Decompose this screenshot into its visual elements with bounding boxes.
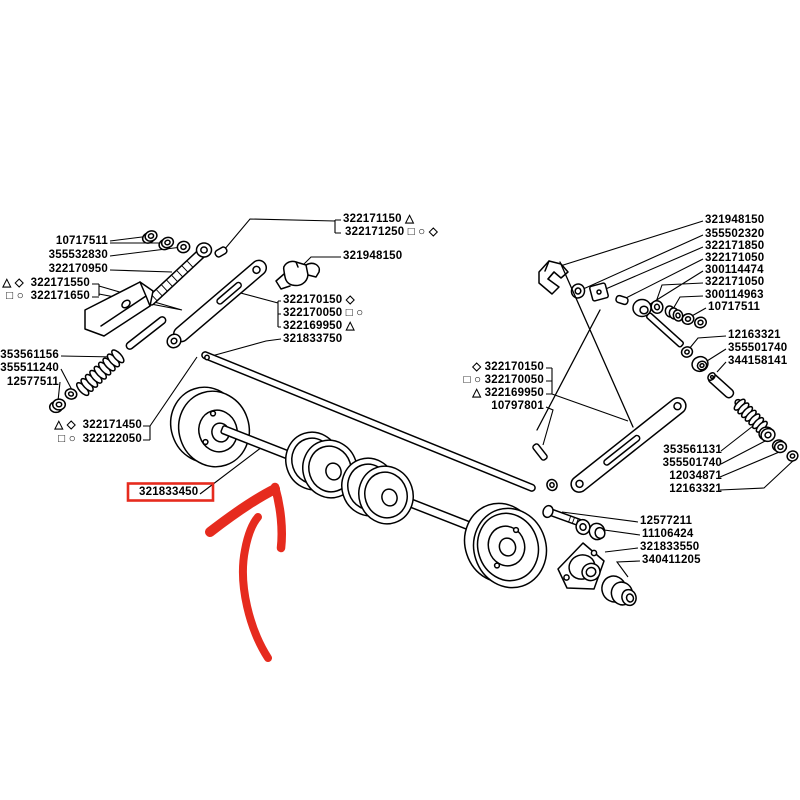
spacer-cylinder (707, 372, 735, 399)
part-label-322171150: 322171150 △ (343, 213, 415, 225)
part-label-321948150: 321948150 (343, 250, 403, 262)
part-label-12163321: 12163321 (669, 483, 722, 495)
part-label-12577511: 12577511 (6, 376, 59, 388)
part-label-322169950: △ 322169950 (472, 387, 544, 399)
part-label-322171250: 322171250 □ ○ ◇ (345, 226, 438, 238)
part-label-355501740: 355501740 (728, 342, 788, 354)
idler-pulley-middle-2 (341, 457, 414, 525)
part-label-300114474: 300114474 (705, 264, 764, 276)
left-fasteners (141, 230, 191, 254)
right-small-parts-top (570, 282, 629, 306)
washer-nut (575, 518, 606, 541)
wedge-bracket (84, 281, 154, 337)
part-label-322170150: ◇ 322170150 (472, 361, 544, 373)
cotter-pin (532, 443, 548, 461)
part-label-10717511: 10717511 (708, 301, 761, 313)
highlight-annotations (126, 482, 286, 662)
bushing (601, 575, 637, 607)
part-label-10797801: 10797801 (491, 400, 544, 412)
bearing-flange (557, 542, 605, 590)
part-label-322171050: 322171050 (705, 276, 765, 288)
part-label-321948150: 321948150 (705, 214, 765, 226)
spring-left-fasteners (48, 388, 78, 414)
long-tie-rod (201, 351, 536, 492)
part-label-12577211: 12577211 (640, 515, 693, 527)
tension-arm-right (570, 397, 687, 493)
right-washer-nut-bottom (758, 426, 799, 462)
part-label-321833450: 321833450 (139, 486, 199, 498)
part-label-300114963: 300114963 (705, 289, 764, 301)
part-label-355532830: 355532830 (48, 249, 108, 261)
part-label-353561156: 353561156 (0, 349, 59, 361)
part-label-322170050: 322170050 □ ○ (283, 307, 364, 319)
part-label-355502320: 355502320 (705, 228, 765, 240)
highlight-box (126, 482, 215, 502)
part-label-322171450: △ ◇ 322171450 (54, 419, 142, 431)
cross-rods (536, 261, 634, 431)
part-label-11106424: 11106424 (642, 528, 694, 540)
part-label-355511240: 355511240 (0, 362, 59, 374)
part-label-322171550: △ ◇ 322171550 (2, 277, 90, 289)
part-label-322171050: 322171050 (705, 252, 765, 264)
part-label-355501740: 355501740 (662, 457, 722, 469)
threaded-rod (145, 242, 228, 306)
part-label-353561131: 353561131 (663, 444, 722, 456)
right-washers-mid (680, 346, 709, 373)
hook-bracket (538, 260, 569, 295)
part-label-10717511: 10717511 (55, 235, 108, 247)
part-label-322122050: □ ○ 322122050 (58, 433, 142, 445)
part-label-12163321: 12163321 (728, 329, 781, 341)
part-label-322170050: □ ○ 322170050 (463, 374, 544, 386)
part-label-321833550: 321833550 (640, 541, 700, 553)
rod-end (632, 298, 685, 348)
arm-right-washer (546, 478, 558, 492)
part-label-322170950: 322170950 (48, 263, 108, 275)
part-label-12034871: 12034871 (669, 470, 722, 482)
part-label-322170150: 322170150 ◇ (283, 294, 355, 306)
part-label-322171650: □ ○ 322171650 (6, 290, 90, 302)
link-rod (125, 316, 167, 350)
part-label-322171850: 322171850 (705, 240, 765, 252)
spring-left (75, 349, 125, 397)
part-label-322169950: 322169950 △ (283, 320, 355, 332)
spring-right (733, 398, 768, 433)
part-label-340411205: 340411205 (642, 554, 701, 566)
right-washers-top (650, 299, 708, 329)
part-label-321833750: 321833750 (283, 333, 343, 345)
part-label-344158141: 344158141 (728, 355, 788, 367)
cable-clamp (275, 260, 321, 290)
highlight-arrow (205, 482, 286, 662)
pulley-right-large (463, 502, 548, 589)
leader-lines (57, 218, 796, 578)
